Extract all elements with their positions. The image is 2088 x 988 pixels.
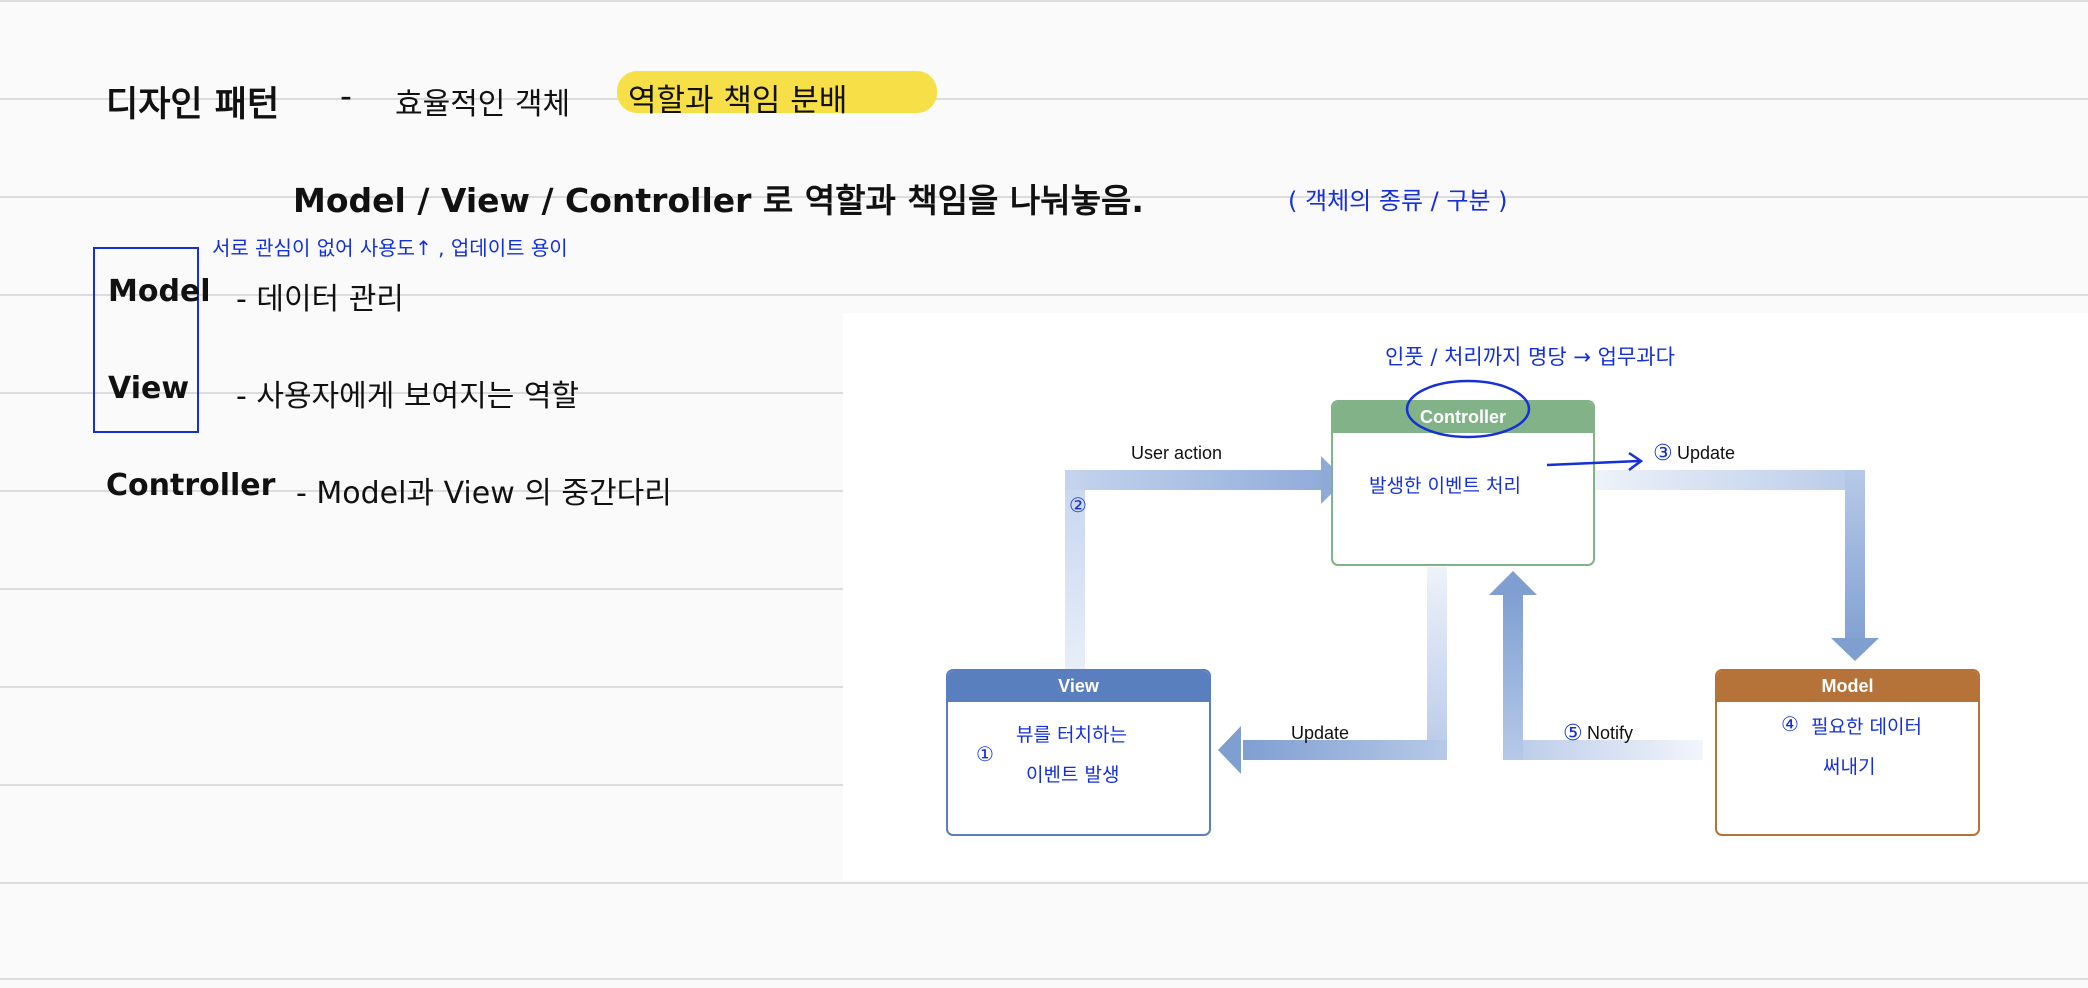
ruled-line: [0, 98, 2088, 100]
view-body: ① 뷰를 터치하는 이벤트 발생: [948, 702, 1209, 834]
step-mark-notify: ⑤: [1563, 721, 1583, 746]
model-header: Model: [1717, 671, 1978, 702]
label-update-top: Update: [1677, 443, 1736, 463]
ruled-line: [0, 882, 2088, 884]
mvc-summary: Model / View / Controller 로 역할과 책임을 나눠놓음…: [293, 181, 1144, 220]
highlight-marker: [617, 71, 937, 113]
view-step-mark: ①: [976, 742, 994, 766]
arrow-update-top-vertical: [1845, 470, 1865, 652]
terms-box: [93, 247, 199, 433]
arrow-notify-horizontal: [1503, 740, 1703, 760]
view-note-line2: 이벤트 발생: [1026, 764, 1120, 786]
ruled-line: [0, 978, 2088, 980]
label-notify: Notify: [1587, 723, 1634, 743]
model-body: ④ 필요한 데이터 써내기: [1717, 702, 1978, 834]
controller-circle-mark: [1405, 379, 1531, 439]
term-model-desc: - 데이터 관리: [236, 282, 404, 317]
arrow-update-top-head: [1831, 638, 1879, 661]
arrow-user-action-horizontal: [1065, 470, 1335, 490]
step-mark-user-action: ②: [1069, 493, 1087, 517]
arrow-update-bottom-horizontal: [1243, 740, 1447, 760]
arrow-update-bottom-vertical: [1427, 567, 1447, 760]
heading-design-pattern: 디자인 패턴: [106, 85, 280, 125]
annotation-benefits: 서로 관심이 없어 사용도↑ , 업데이트 용이: [212, 236, 568, 260]
ruled-line: [0, 0, 2088, 2]
controller-to-update-mark: [1546, 451, 1644, 471]
arrow-update-bottom-head: [1218, 726, 1241, 774]
term-view-desc: - 사용자에게 보여지는 역할: [236, 379, 580, 414]
arrow-notify-vertical: [1503, 593, 1523, 760]
term-view: View: [108, 371, 190, 406]
controller-header: Controller: [1333, 402, 1593, 433]
flow-arrows: [1065, 456, 1879, 774]
controller-note: 발생한 이벤트 처리: [1369, 475, 1521, 497]
arrow-update-top-horizontal: [1595, 470, 1865, 490]
view-node: View ① 뷰를 터치하는 이벤트 발생: [946, 669, 1211, 836]
controller-overload-note: 인풋 / 처리까지 명당 → 업무과다: [1385, 345, 1675, 369]
ruled-line: [0, 294, 2088, 296]
term-model: Model: [108, 274, 211, 309]
mvc-summary-aside: ( 객체의 종류 / 구분 ): [1288, 187, 1508, 215]
model-step-mark: ④: [1781, 712, 1799, 736]
mvc-diagram-panel: Controller 발생한 이벤트 처리 View ① 뷰를 터치하는 이벤트…: [843, 313, 2088, 880]
view-header: View: [948, 671, 1209, 702]
arrow-notify-head: [1489, 571, 1537, 595]
heading-desc: 효율적인 객체: [395, 87, 571, 122]
controller-body: 발생한 이벤트 처리: [1333, 433, 1593, 564]
model-note-line2: 써내기: [1823, 756, 1876, 778]
term-controller-desc: - Model과 View 의 중간다리: [296, 476, 672, 511]
label-user-action: User action: [1131, 443, 1223, 463]
label-update-bottom: Update: [1291, 723, 1350, 743]
heading-dash: -: [340, 76, 352, 115]
view-note-line1: 뷰를 터치하는: [1016, 724, 1127, 746]
controller-node: Controller 발생한 이벤트 처리: [1331, 400, 1595, 566]
model-note-line1: 필요한 데이터: [1811, 716, 1922, 738]
term-controller: Controller: [106, 468, 276, 503]
ruled-line: [0, 196, 2088, 198]
heading-highlighted-text: 역할과 책임 분배: [628, 83, 848, 119]
step-mark-update-top: ③: [1653, 441, 1673, 466]
model-node: Model ④ 필요한 데이터 써내기: [1715, 669, 1980, 836]
arrow-user-action-vertical: [1065, 470, 1085, 670]
